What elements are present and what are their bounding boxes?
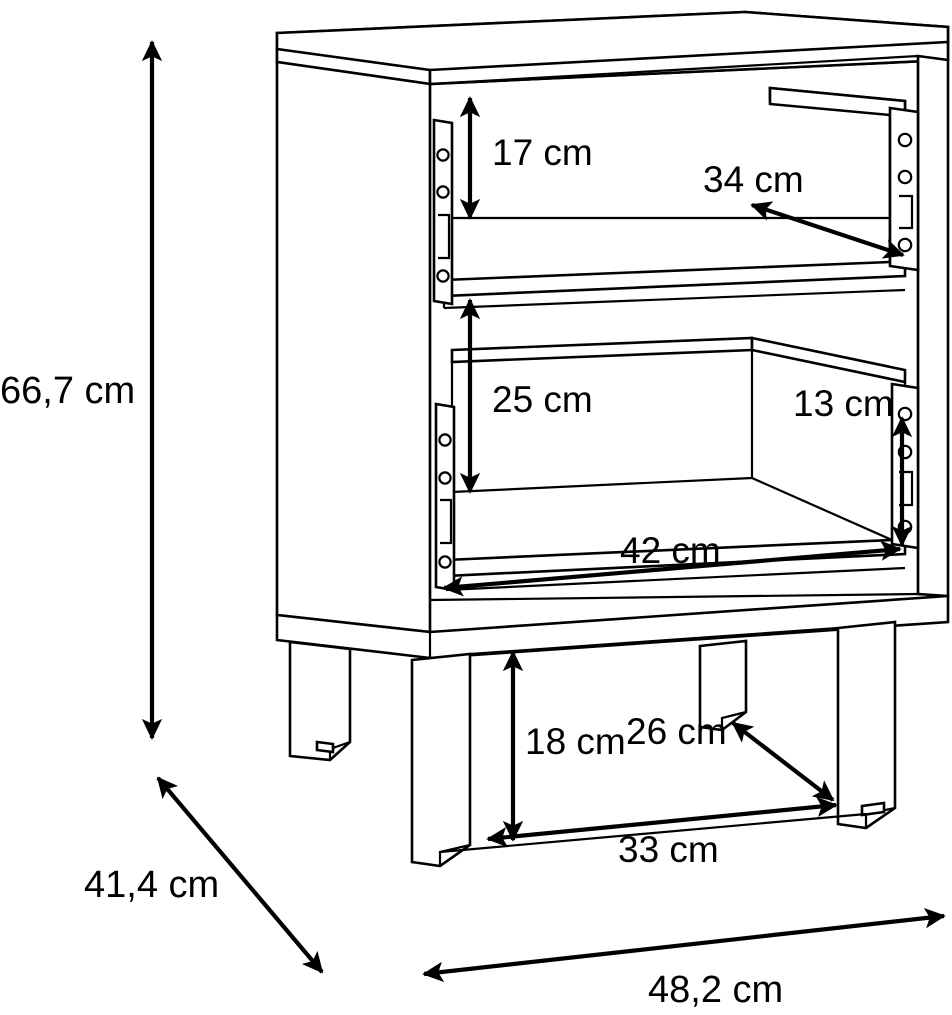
label-base-clearance: 18 cm: [525, 721, 626, 762]
runner-hole: [897, 237, 913, 253]
upper-drawer: [442, 86, 920, 310]
runner-hole: [438, 433, 452, 447]
dimension-base-depth: 26 cm: [626, 711, 835, 802]
left-runner-upper: [432, 118, 454, 306]
right-side-panel: [916, 54, 950, 598]
dimension-upper-depth: 34 cm: [703, 159, 905, 259]
dimension-overall-depth: 41,4 cm: [84, 776, 324, 974]
dimension-lower-width: 42 cm: [442, 530, 902, 597]
dimension-overall-width: 48,2 cm: [422, 907, 946, 1011]
dimension-overall-height: 66,7 cm: [0, 40, 163, 740]
label-lower-width: 42 cm: [620, 530, 721, 571]
label-overall-height: 66,7 cm: [0, 370, 135, 412]
label-lower-height: 25 cm: [492, 379, 593, 420]
runner-hole: [438, 555, 452, 569]
runner-hole: [438, 471, 452, 485]
bottom-panel: [275, 594, 950, 660]
plinth-top-edge: [469, 626, 839, 656]
cabinet-illustration: [275, 10, 950, 868]
label-base-depth: 26 cm: [626, 711, 727, 752]
leg-front-right: [836, 620, 897, 830]
leg-rear-right: [698, 639, 748, 732]
label-overall-depth: 41,4 cm: [84, 864, 219, 906]
label-upper-height: 17 cm: [492, 132, 593, 173]
left-side-panel: [275, 60, 432, 634]
dimension-base-width: 33 cm: [486, 796, 838, 870]
dimension-base-clearance: 18 cm: [502, 650, 626, 842]
label-lower-side-height: 13 cm: [793, 383, 894, 424]
left-runner-lower: [434, 402, 456, 592]
label-upper-depth: 34 cm: [703, 159, 804, 200]
runner-hole: [436, 185, 450, 199]
dimension-lower-height: 25 cm: [459, 298, 593, 494]
label-overall-width: 48,2 cm: [648, 969, 783, 1011]
label-base-width: 33 cm: [618, 829, 719, 870]
leg-rear-left: [288, 640, 352, 762]
runner-hole: [897, 132, 913, 148]
runner-hole: [436, 269, 450, 283]
runner-hole: [897, 169, 913, 185]
runner-hole: [436, 148, 450, 162]
dimension-upper-height: 17 cm: [459, 96, 593, 220]
leg-front-left: [410, 652, 472, 868]
dimension-lower-side-height: 13 cm: [793, 383, 913, 547]
